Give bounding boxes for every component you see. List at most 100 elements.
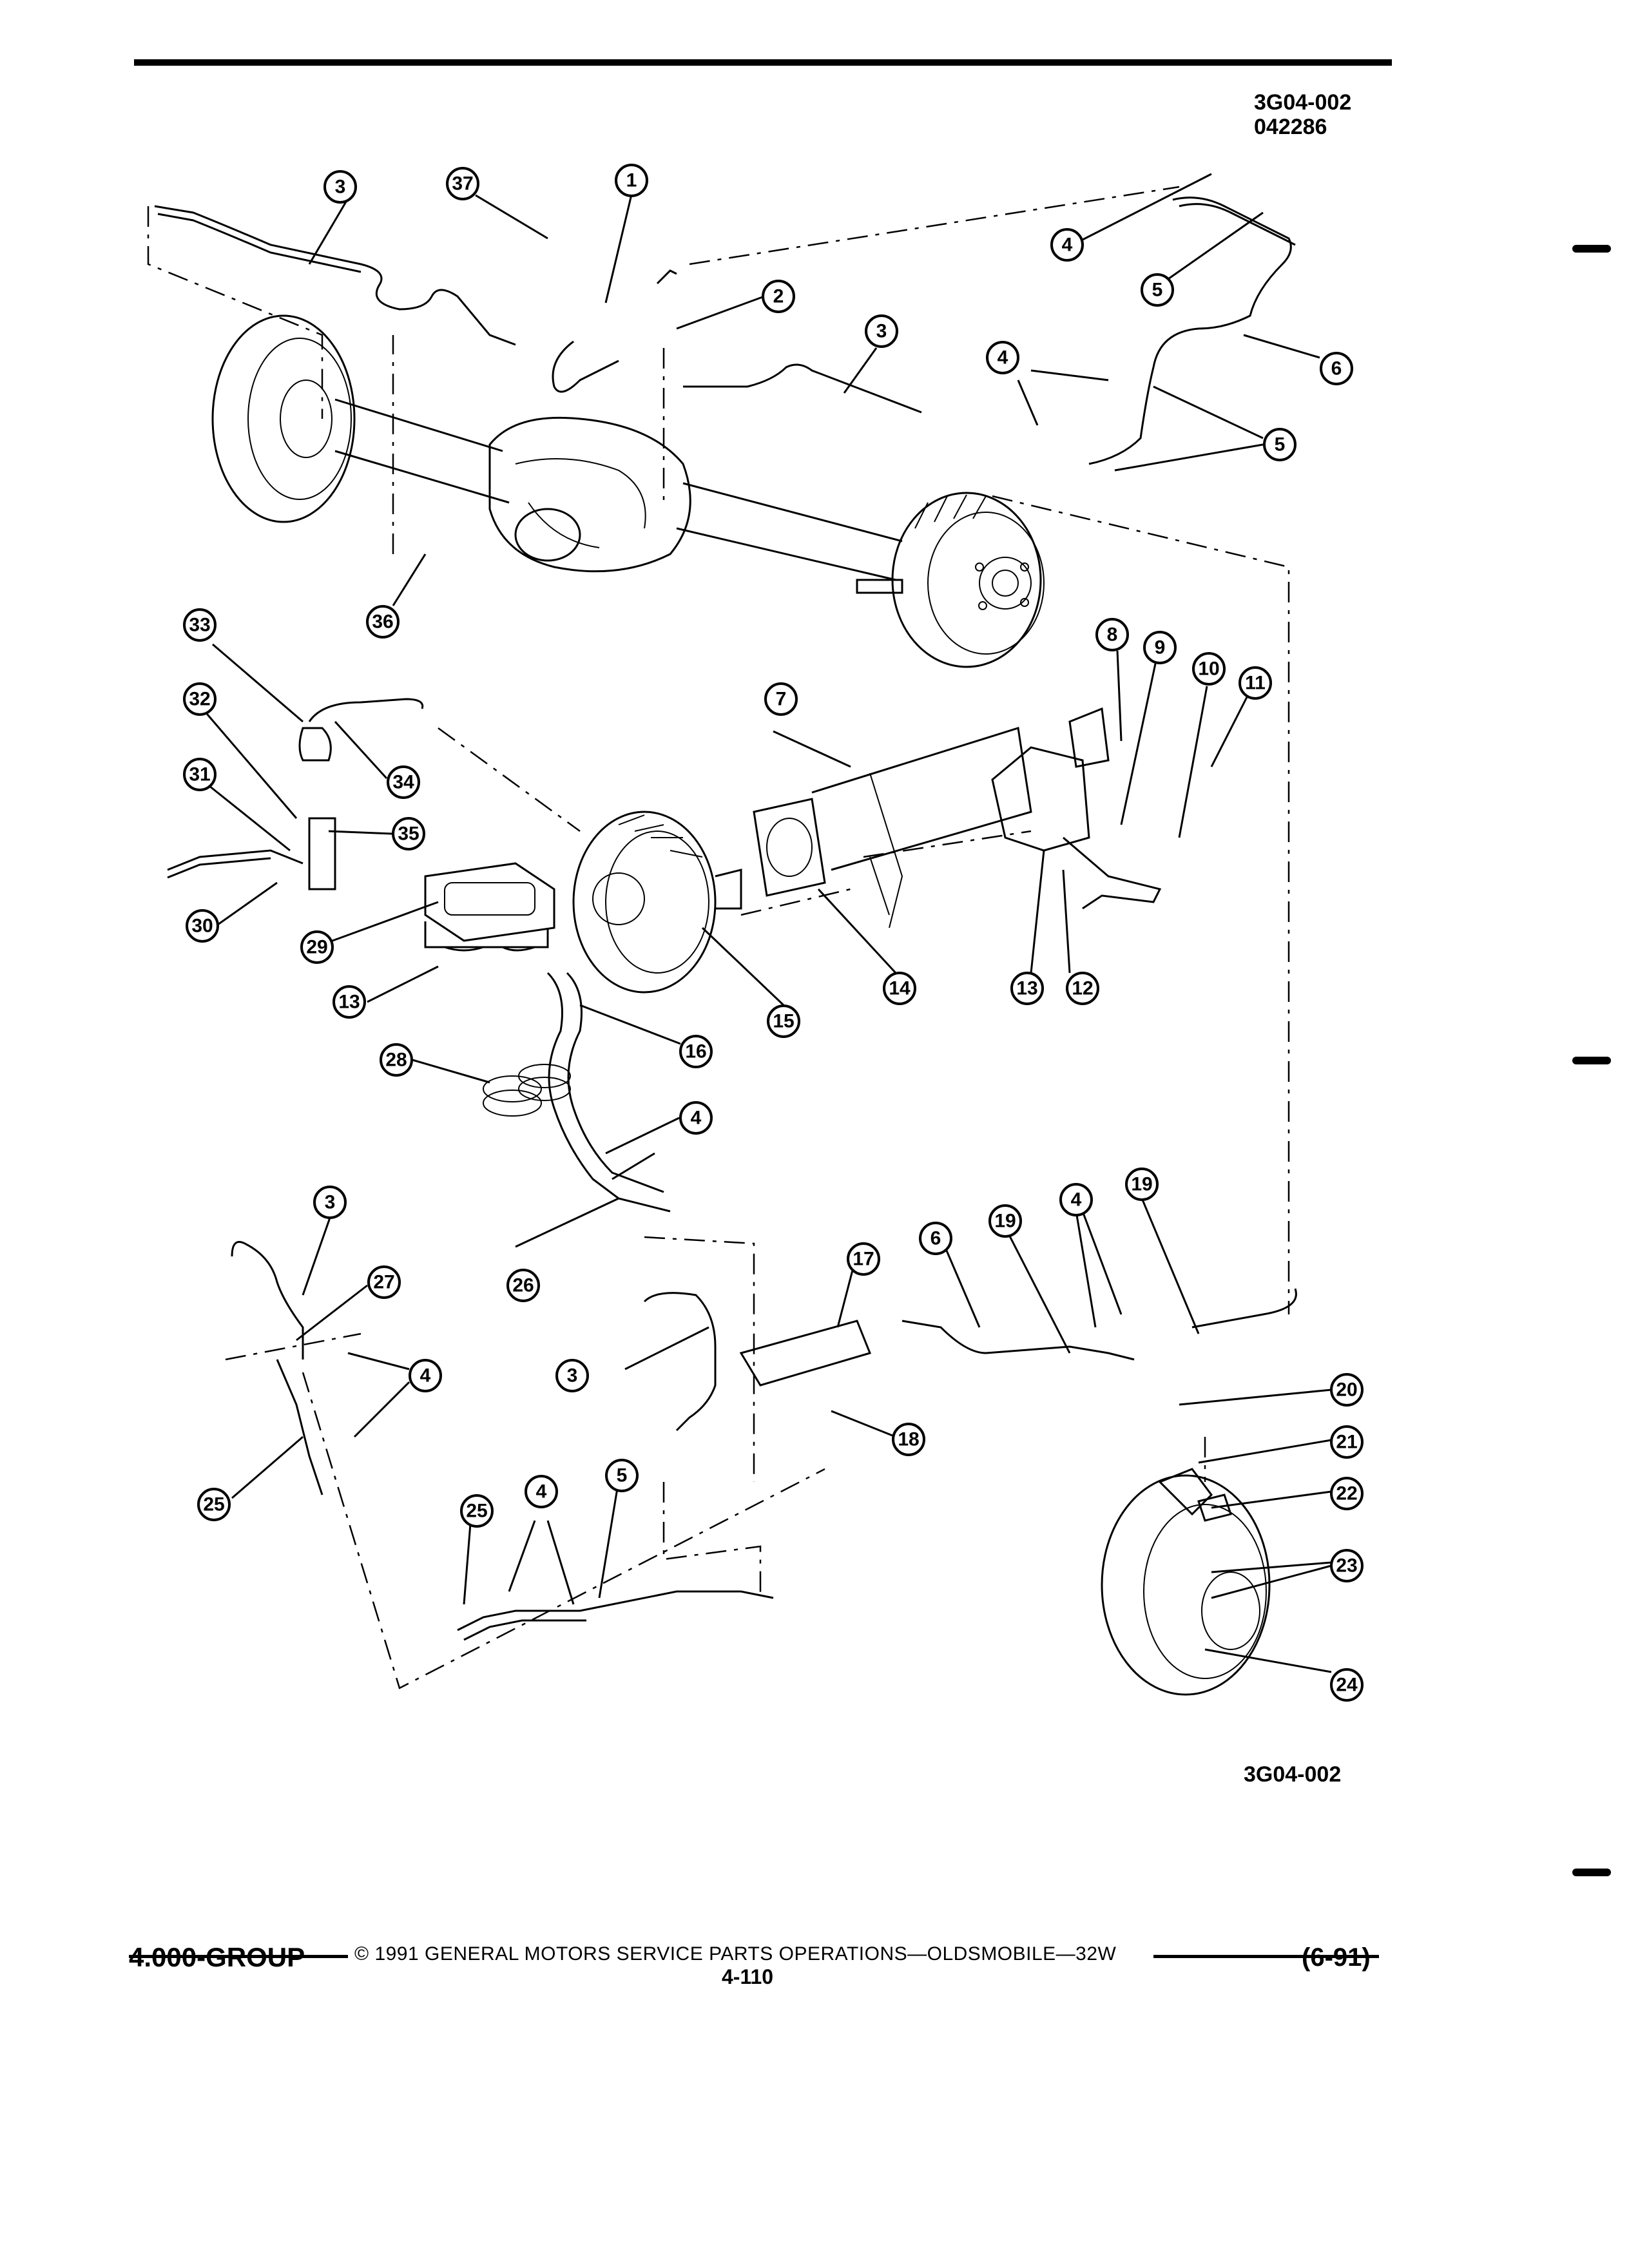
svg-text:18: 18 [898,1429,919,1450]
svg-text:29: 29 [306,937,327,958]
rear-brake-pipes [154,197,1296,465]
svg-text:13: 13 [1016,978,1037,999]
callout-37: 37 [446,167,479,200]
scan-edge-mark [1572,1057,1611,1064]
svg-text:15: 15 [773,1011,794,1032]
callout-33: 33 [183,608,217,642]
figure-reference-top: 3G04-002 042286 [1254,90,1351,139]
callout-20: 20 [1330,1373,1364,1407]
callout-18: 18 [892,1423,925,1456]
svg-text:13: 13 [338,992,360,1013]
callout-2: 2 [762,280,795,313]
callout-13-right: 13 [1010,972,1044,1005]
callout-25-bottom: 25 [460,1494,494,1528]
svg-text:9: 9 [1155,637,1166,658]
svg-text:25: 25 [466,1501,487,1522]
svg-text:4: 4 [536,1481,547,1503]
svg-text:6: 6 [1331,358,1342,380]
callout-13-left: 13 [333,985,366,1019]
svg-text:23: 23 [1336,1555,1357,1577]
svg-text:2: 2 [773,286,784,307]
callout-leaders [198,173,1332,1673]
callout-12: 12 [1066,972,1099,1005]
callout-35: 35 [392,817,425,850]
callout-5-upper-right: 5 [1263,428,1296,461]
callout-17: 17 [847,1242,880,1276]
master-cylinder-and-booster [167,698,1162,994]
svg-text:19: 19 [994,1211,1016,1232]
callout-1: 1 [615,164,648,197]
svg-text:30: 30 [191,916,213,937]
callout-19-left: 19 [988,1204,1022,1238]
callout-9: 9 [1143,631,1177,664]
callout-6-top: 6 [1320,352,1353,385]
svg-text:3: 3 [567,1365,578,1387]
svg-text:5: 5 [1152,280,1163,301]
svg-text:4: 4 [1062,235,1073,256]
footer-rule-left [129,1955,348,1958]
svg-text:1: 1 [626,170,637,191]
callout-10: 10 [1192,652,1226,686]
svg-text:10: 10 [1198,658,1219,680]
callout-26: 26 [506,1269,540,1302]
svg-text:16: 16 [685,1041,706,1062]
front-disc-brake [1101,1468,1271,1696]
svg-text:26: 26 [512,1275,534,1296]
scan-edge-mark [1572,1869,1611,1876]
svg-text:37: 37 [452,173,473,195]
callout-29: 29 [300,930,334,964]
callout-15: 15 [767,1004,800,1038]
callout-36: 36 [366,605,400,639]
svg-text:4: 4 [420,1365,431,1387]
callout-4-lower-right: 4 [1059,1183,1093,1216]
svg-text:11: 11 [1245,673,1266,694]
svg-text:12: 12 [1072,978,1093,999]
svg-text:3: 3 [325,1192,336,1213]
callout-3-top-right: 3 [865,314,898,348]
svg-text:20: 20 [1336,1379,1357,1401]
callout-8: 8 [1095,618,1129,651]
callout-28: 28 [380,1043,413,1077]
footer-rule-right [1153,1955,1379,1958]
svg-text:6: 6 [930,1228,941,1249]
svg-text:34: 34 [392,772,414,793]
svg-text:7: 7 [776,689,787,710]
callout-34: 34 [387,765,420,799]
svg-text:25: 25 [203,1494,224,1515]
rear-axle-assembly [211,314,1045,668]
svg-text:28: 28 [385,1050,407,1071]
footer-copyright: © 1991 GENERAL MOTORS SERVICE PARTS OPER… [354,1943,1117,1965]
callout-22: 22 [1330,1477,1364,1510]
callout-24: 24 [1330,1668,1364,1702]
top-rule [134,59,1392,66]
figure-ref-number: 042286 [1254,115,1327,139]
svg-text:4: 4 [691,1108,702,1129]
footer-page-number: 4-110 [722,1965,774,1988]
svg-text:35: 35 [398,823,419,845]
footer-group: 4.000-GROUP [129,1942,305,1972]
callout-19-right: 19 [1125,1168,1159,1201]
callout-3-top-left: 3 [323,170,357,204]
callout-4-top: 4 [1050,228,1084,262]
svg-text:32: 32 [189,689,210,710]
callout-7: 7 [764,682,798,716]
svg-text:22: 22 [1336,1483,1357,1504]
callout-6-lower: 6 [919,1222,952,1255]
callout-5-bottom: 5 [605,1459,639,1492]
svg-text:27: 27 [373,1272,394,1293]
svg-text:4: 4 [1071,1189,1082,1211]
callout-23: 23 [1330,1549,1364,1582]
callout-25-left: 25 [197,1488,231,1521]
callout-4-upper-right: 4 [986,341,1019,374]
callout-3-lower-left: 3 [313,1186,347,1219]
callout-11: 11 [1239,666,1272,700]
callout-4-middle: 4 [679,1101,713,1135]
figure-reference-bottom: 3G04-002 [1244,1762,1342,1787]
footer-date: (6-91) [1302,1943,1371,1972]
callout-5-top: 5 [1141,273,1174,307]
callout-27: 27 [367,1265,401,1299]
svg-text:17: 17 [853,1249,874,1270]
svg-text:8: 8 [1107,624,1118,646]
figure-ref-code: 3G04-002 [1254,90,1352,115]
